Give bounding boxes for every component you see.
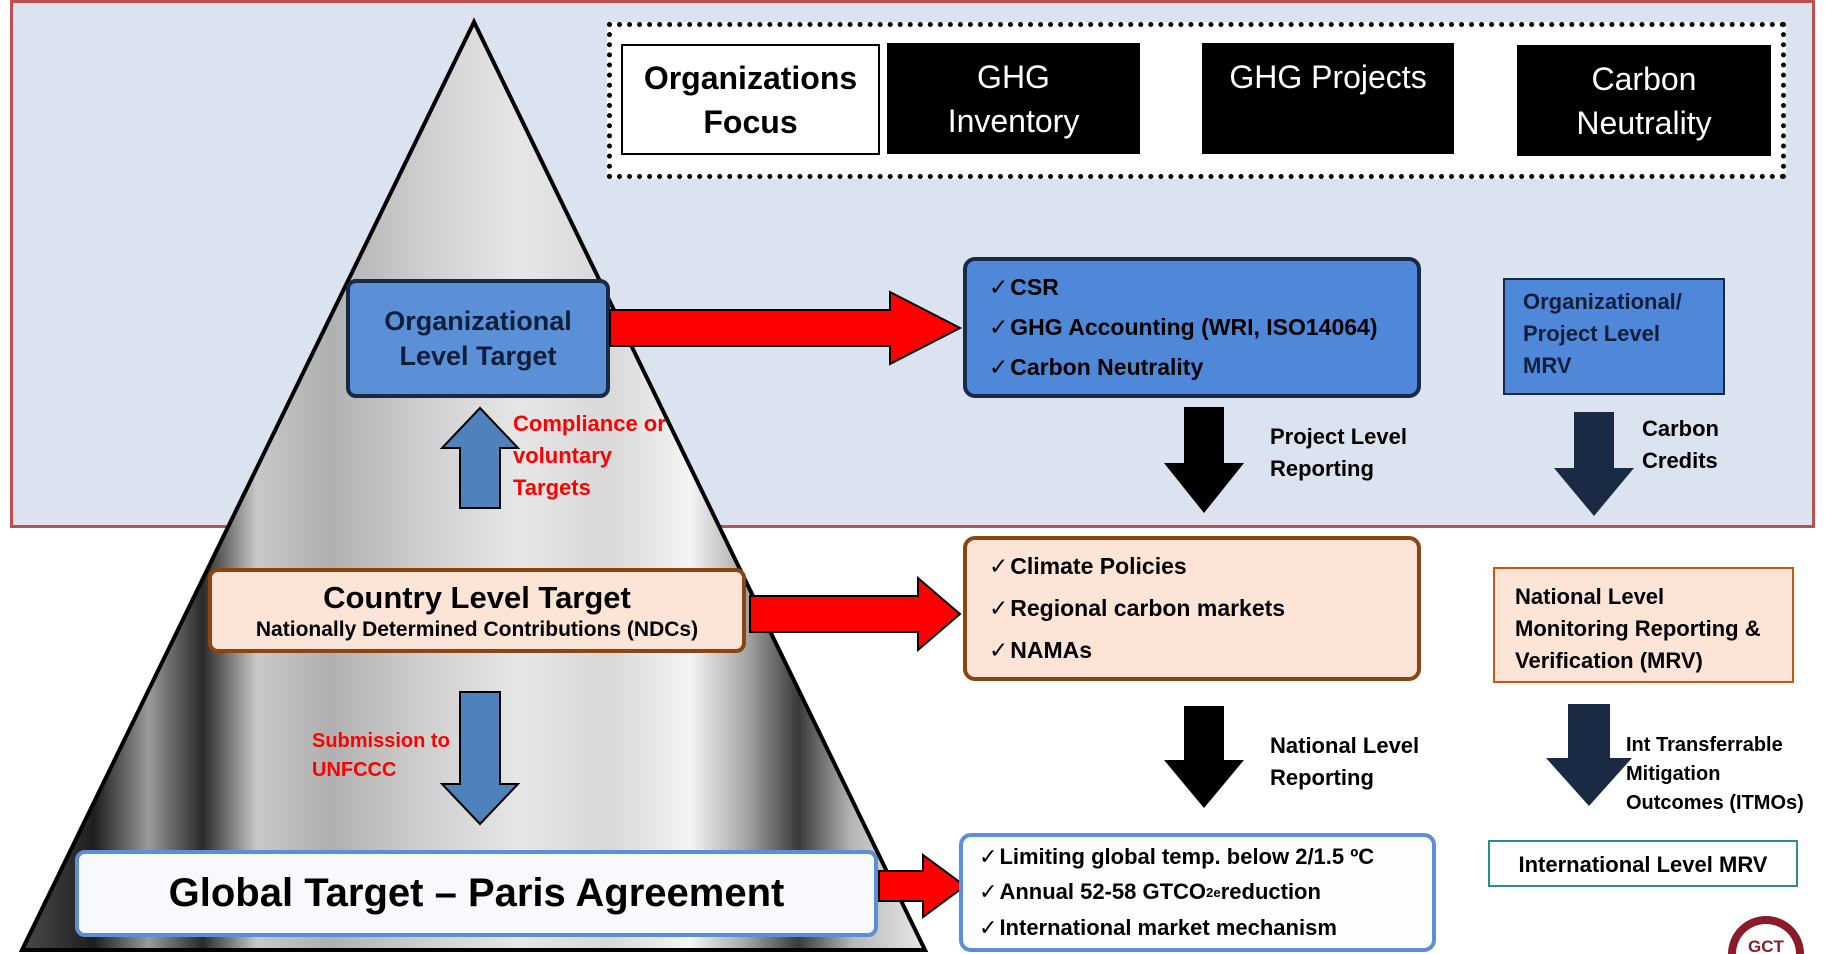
list-item: ✓Regional carbon markets: [989, 594, 1286, 621]
global-target-paris-agreement: Global Target – Paris Agreement: [75, 850, 878, 937]
check-icon: ✓: [989, 636, 1009, 663]
check-icon: ✓: [989, 354, 1009, 381]
compliance-up-arrow: [439, 406, 521, 509]
submission-down-arrow: [439, 691, 521, 826]
list-item: ✓Carbon Neutrality: [989, 354, 1204, 381]
gct-logo: GCT: [1728, 916, 1804, 954]
check-icon: ✓: [989, 553, 1009, 580]
country-target-subtitle: Nationally Determined Contributions (NDC…: [255, 617, 699, 641]
country-level-target: Country Level Target Nationally Determin…: [208, 568, 746, 653]
list-item: ✓GHG Accounting (WRI, ISO14064): [989, 313, 1378, 340]
list-item: ✓Limiting global temp. below 2/1.5 ºC: [979, 843, 1375, 869]
list-item: ✓Climate Policies: [989, 553, 1187, 580]
national-level-reporting-label: National Level Reporting: [1270, 733, 1420, 790]
organizational-level-target: Organizational Level Target: [346, 279, 610, 398]
org-red-arrow: [609, 290, 963, 366]
country-list: ✓Climate Policies ✓Regional carbon marke…: [963, 536, 1421, 681]
focus-ghg-projects: GHG Projects: [1202, 43, 1454, 154]
national-level-mrv: National Level Monitoring Reporting & Ve…: [1493, 567, 1794, 683]
check-icon: ✓: [979, 843, 998, 869]
compliance-label: Compliance or voluntary Targets: [513, 411, 666, 500]
list-item: ✓International market mechanism: [979, 915, 1337, 941]
organizations-focus-label: Organizations Focus: [621, 44, 880, 155]
focus-carbon-neutrality: Carbon Neutrality: [1517, 45, 1771, 156]
global-list: ✓Limiting global temp. below 2/1.5 ºC ✓A…: [959, 833, 1436, 952]
focus-ghg-inventory: GHG Inventory: [887, 43, 1140, 154]
country-red-arrow: [749, 575, 962, 653]
national-reporting-arrow: [1164, 706, 1244, 808]
itmos-arrow: [1546, 704, 1632, 806]
international-level-mrv: International Level MRV: [1488, 840, 1798, 887]
check-icon: ✓: [989, 594, 1009, 621]
project-level-reporting-label: Project Level Reporting: [1270, 424, 1407, 481]
global-red-arrow: [878, 853, 967, 919]
carbon-credits-label: Carbon Credits: [1642, 416, 1719, 473]
country-target-title: Country Level Target: [323, 579, 631, 615]
organizational-list: ✓CSR ✓GHG Accounting (WRI, ISO14064) ✓Ca…: [963, 257, 1421, 398]
list-item: ✓CSR: [989, 273, 1059, 300]
carbon-credits-arrow: [1554, 412, 1634, 516]
check-icon: ✓: [979, 915, 998, 941]
itmos-label: Int Transferrable Mitigation Outcomes (I…: [1626, 734, 1804, 814]
submission-label: Submission to UNFCCC: [312, 730, 450, 781]
check-icon: ✓: [979, 879, 998, 905]
list-item: ✓NAMAs: [989, 636, 1093, 663]
svg-text:GCT: GCT: [1748, 937, 1785, 954]
check-icon: ✓: [989, 313, 1009, 340]
org-project-level-mrv: Organizational/ Project Level MRV: [1503, 278, 1725, 395]
project-reporting-arrow: [1164, 407, 1244, 513]
check-icon: ✓: [989, 273, 1009, 300]
